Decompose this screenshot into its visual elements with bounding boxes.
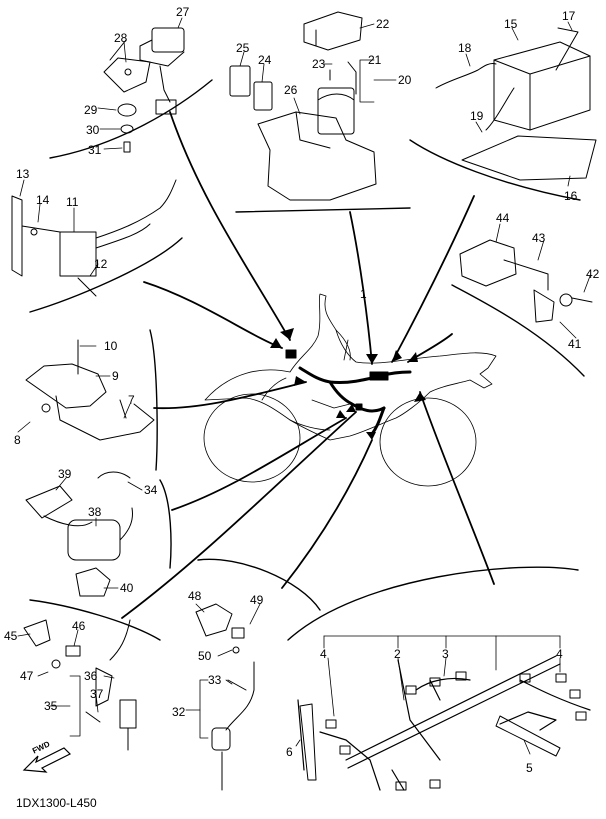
callout-24: 24 <box>258 53 272 67</box>
part-starter-relay <box>229 11 377 201</box>
part-cable-tie <box>299 703 317 781</box>
callout-28: 28 <box>114 31 128 45</box>
callout-36: 36 <box>84 669 98 683</box>
callout-27: 27 <box>176 5 190 19</box>
part-battery <box>435 27 597 181</box>
callout-38: 38 <box>88 505 102 519</box>
callout-5: 5 <box>526 761 533 775</box>
callout-13: 13 <box>16 167 30 181</box>
callout-23: 23 <box>312 57 326 71</box>
callout-17: 17 <box>562 9 576 23</box>
callout-42: 42 <box>586 267 600 281</box>
callout-50: 50 <box>198 649 212 663</box>
callout-40: 40 <box>120 581 134 595</box>
part-sensor-32 <box>195 603 255 791</box>
callout-21: 21 <box>368 53 382 67</box>
callout-16: 16 <box>564 189 578 203</box>
diagram-code: 1DX1300-L450 <box>16 796 97 810</box>
part-sensor-44 <box>459 239 593 323</box>
callout-3: 3 <box>442 647 449 661</box>
callout-49: 49 <box>250 593 264 607</box>
forward-arrow-icon <box>22 747 72 773</box>
part-band <box>495 715 561 757</box>
callout-12: 12 <box>94 257 108 271</box>
callout-9: 9 <box>112 369 119 383</box>
callout-7: 7 <box>128 393 135 407</box>
callout-2: 2 <box>394 647 401 661</box>
callout-22: 22 <box>376 17 390 31</box>
part-main-harness <box>297 655 591 791</box>
callout-14: 14 <box>36 193 50 207</box>
callout-41: 41 <box>568 337 582 351</box>
callout-6: 6 <box>286 745 293 759</box>
callout-8: 8 <box>14 433 21 447</box>
callout-4b: 4 <box>556 647 563 661</box>
part-relay-27 <box>103 27 185 153</box>
part-rectifier-regulator <box>11 179 177 297</box>
callout-44: 44 <box>496 211 510 225</box>
callout-20: 20 <box>398 73 412 87</box>
callout-30: 30 <box>86 123 100 137</box>
part-bracket-7 <box>25 339 155 441</box>
harness-on-bike <box>298 366 412 436</box>
callout-46: 46 <box>72 619 86 633</box>
motorcycle-outline <box>203 293 497 487</box>
callout-11: 11 <box>66 195 79 209</box>
callout-10: 10 <box>104 339 118 353</box>
callout-32: 32 <box>172 705 186 719</box>
callout-45: 45 <box>4 629 18 643</box>
callout-31: 31 <box>88 143 102 157</box>
callout-47: 47 <box>20 669 34 683</box>
callout-43: 43 <box>532 231 546 245</box>
callout-15: 15 <box>504 17 518 31</box>
callout-26: 26 <box>284 83 298 97</box>
callout-25: 25 <box>236 41 250 55</box>
callout-1: 1 <box>360 287 367 301</box>
callout-4a: 4 <box>320 647 327 661</box>
callout-29: 29 <box>84 103 98 117</box>
callout-33: 33 <box>208 673 222 687</box>
callout-34: 34 <box>144 483 158 497</box>
callout-37: 37 <box>90 687 104 701</box>
part-clamp-45 <box>23 619 137 751</box>
part-ignition-coil <box>25 471 133 597</box>
callout-48: 48 <box>188 589 202 603</box>
callout-35: 35 <box>44 699 58 713</box>
callout-19: 19 <box>470 109 484 123</box>
callout-18: 18 <box>458 41 472 55</box>
callout-39: 39 <box>58 467 72 481</box>
